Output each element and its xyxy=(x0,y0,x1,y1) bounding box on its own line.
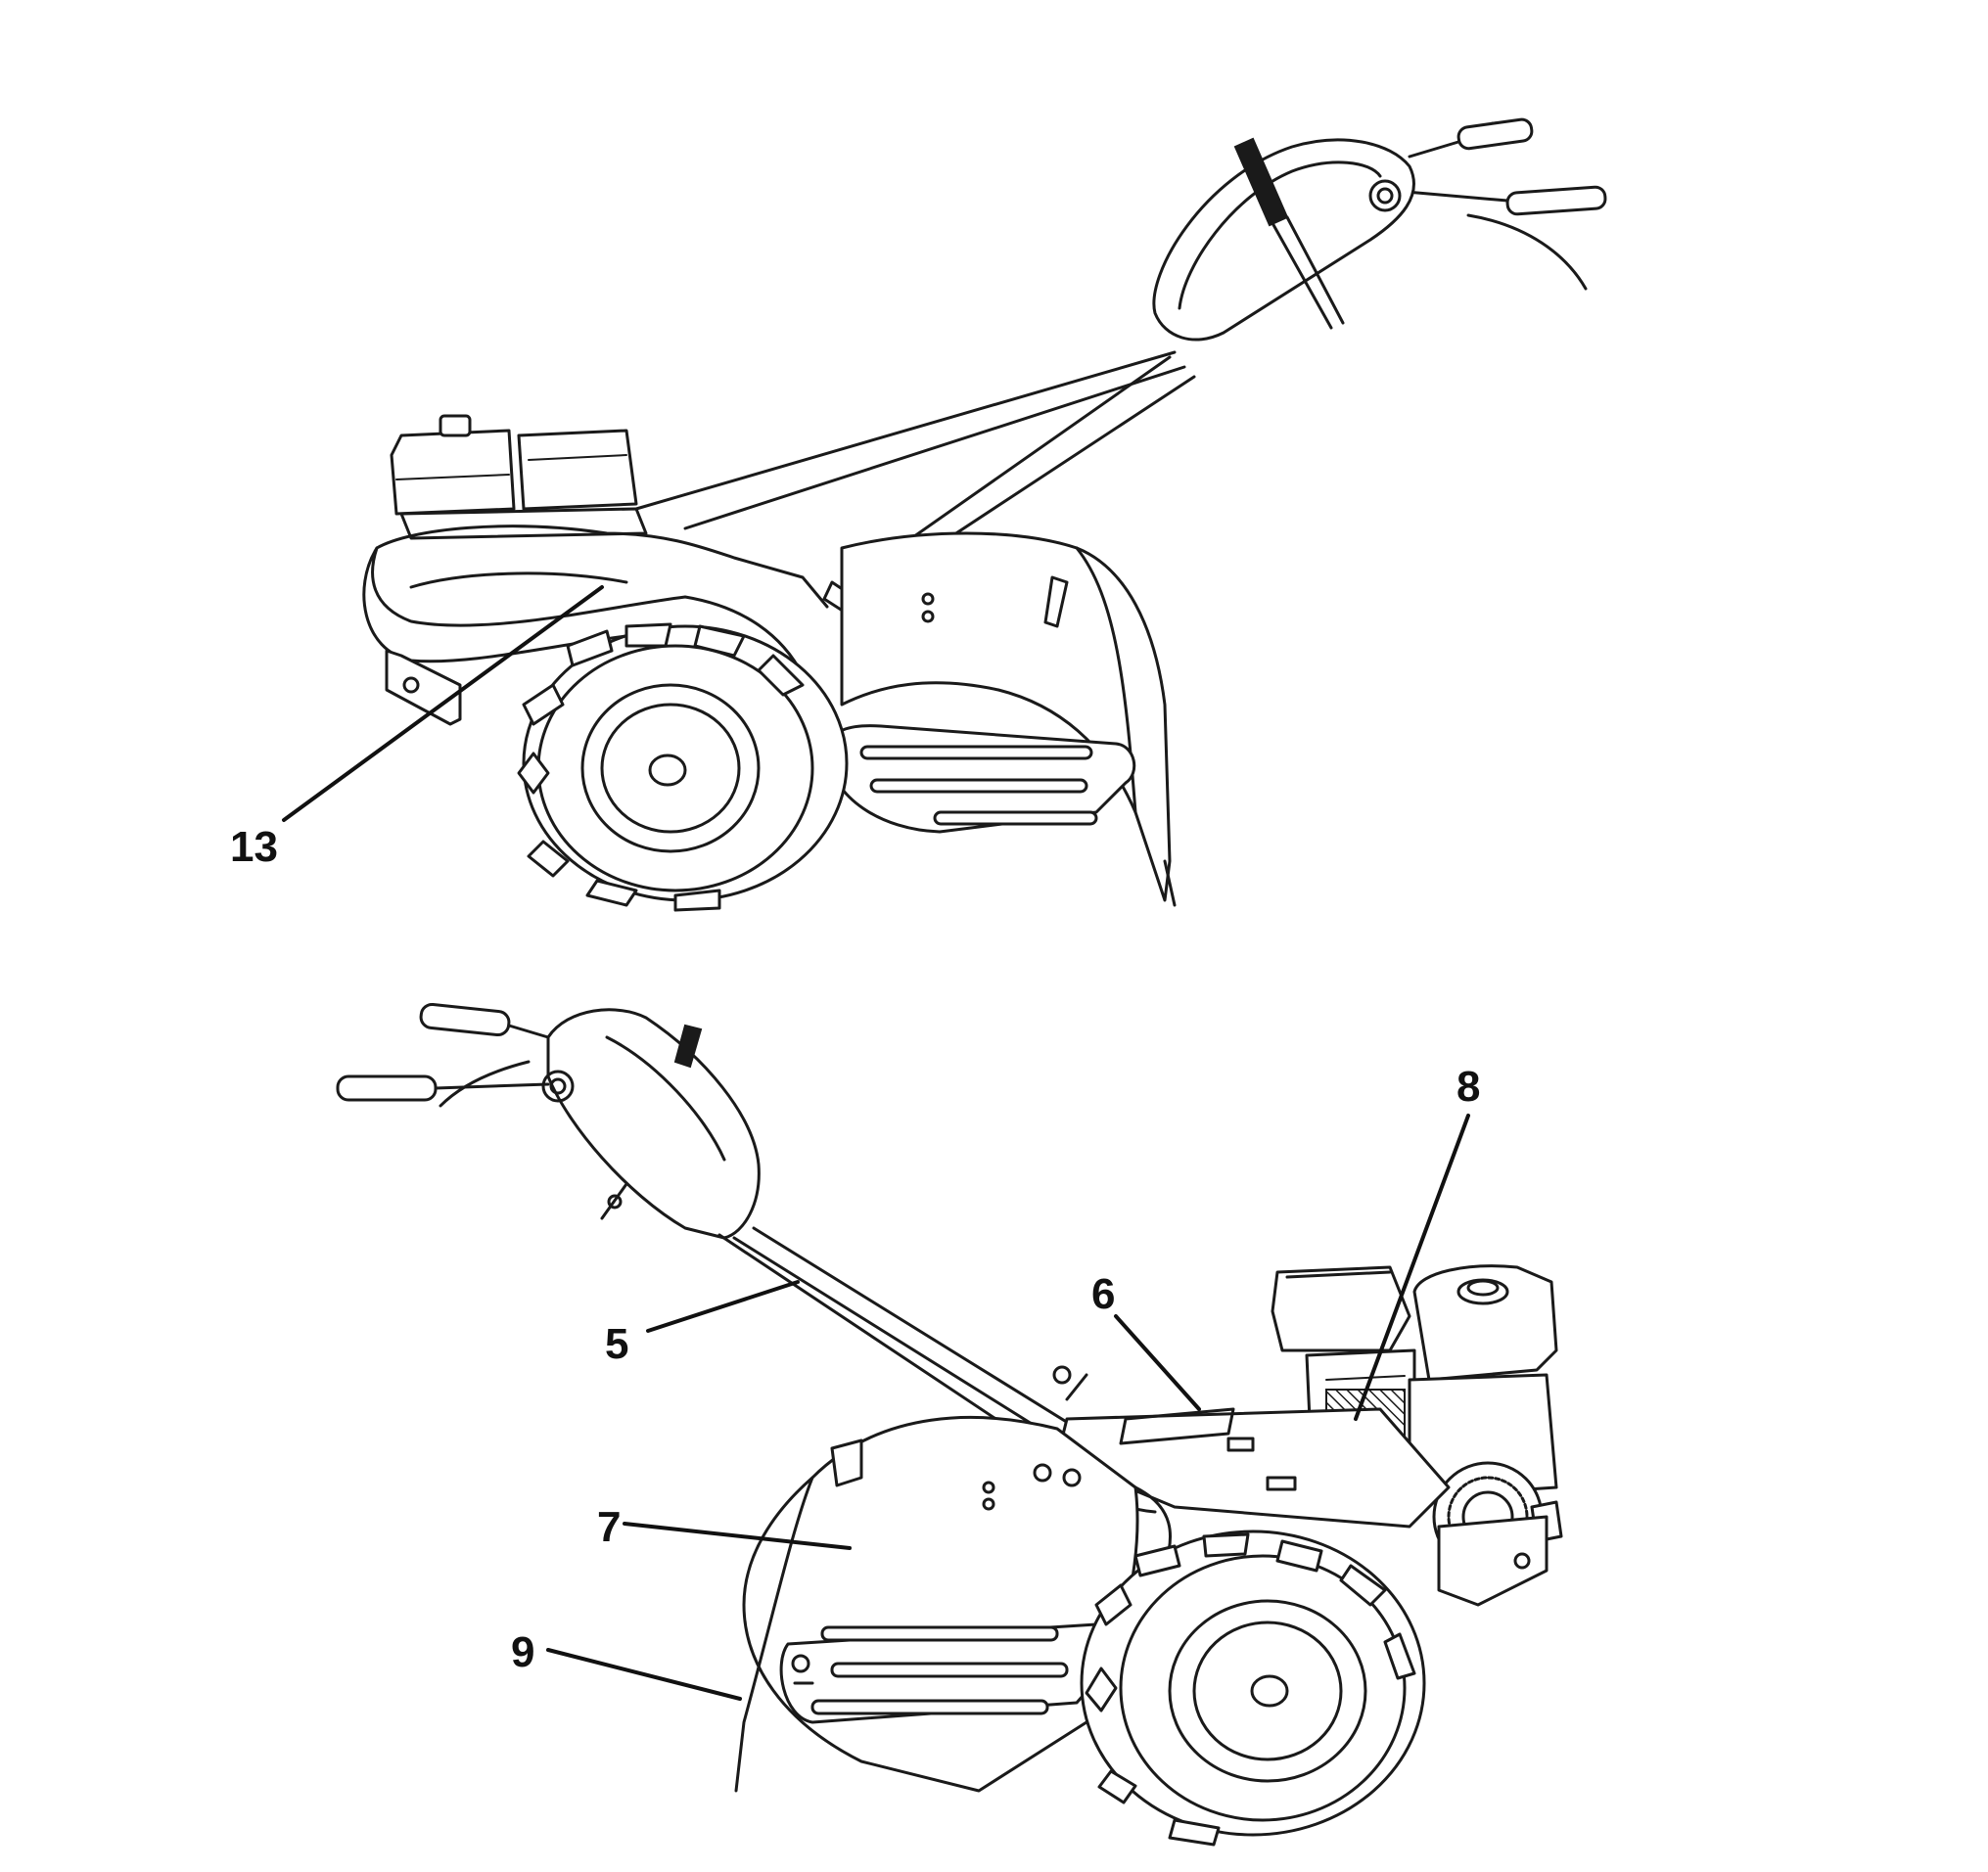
callout-9: 9 xyxy=(511,1628,742,1701)
skid-plate-bottom xyxy=(779,1622,1120,1724)
callout-5-label: 5 xyxy=(605,1320,628,1368)
callout-9-label: 9 xyxy=(511,1628,534,1676)
front-bumper-bottom xyxy=(1437,1515,1549,1607)
handlebar-assembly-bottom xyxy=(336,1002,761,1240)
callout-7: 7 xyxy=(597,1503,852,1551)
callout-9-leader-line xyxy=(546,1648,742,1701)
callout-6: 6 xyxy=(1091,1270,1201,1411)
callout-13: 13 xyxy=(230,585,604,871)
callout-8-label: 8 xyxy=(1456,1063,1480,1111)
handlebar-assembly-top xyxy=(1152,117,1607,342)
wheel-bottom xyxy=(1080,1530,1426,1847)
callout-13-leader-line xyxy=(282,585,604,822)
callout-5: 5 xyxy=(605,1280,800,1368)
callout-13-label: 13 xyxy=(230,823,278,871)
shift-lever-grip-bottom xyxy=(673,1024,703,1069)
tiller-left-side-view: 13 xyxy=(230,117,1607,912)
callout-7-label: 7 xyxy=(597,1503,621,1551)
callout-8-leader-line xyxy=(1354,1114,1470,1421)
callout-5-leader-line xyxy=(646,1280,800,1333)
callout-6-label: 6 xyxy=(1091,1270,1115,1318)
skid-plate-top xyxy=(825,724,1136,834)
tiller-right-side-view: 8 6 5 7 9 xyxy=(336,1002,1563,1847)
callout-6-leader-line xyxy=(1114,1314,1201,1411)
engine-top xyxy=(390,414,648,540)
wheel-top xyxy=(517,622,849,912)
tine-hood-top xyxy=(840,531,1177,907)
callout-7-leader-line xyxy=(623,1522,852,1550)
callout-8: 8 xyxy=(1354,1063,1480,1421)
